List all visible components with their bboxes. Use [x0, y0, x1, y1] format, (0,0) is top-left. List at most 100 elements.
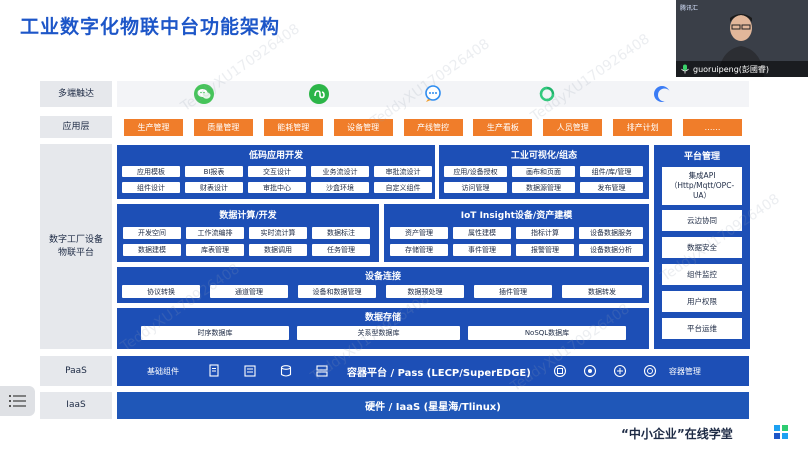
data-storage-block: 数据存储 时序数据库 关系型数据库 NoSQL数据库 [117, 308, 649, 349]
lowcode-chip: 业务流设计 [311, 166, 369, 177]
service-icon [643, 364, 656, 378]
lowcode-chip: 组件设计 [122, 182, 180, 193]
compute-chip: 任务管理 [312, 244, 370, 256]
mini-program-icon [308, 84, 329, 104]
brand-logo-icon [774, 425, 788, 439]
iotviz-chip: 应用/设备授权 [444, 166, 507, 177]
platform-management-block: 平台管理 集成API（Http/Mqtt/OPC-UA） 云边协同 数据安全 组… [654, 145, 750, 349]
lowcode-chip: 财表设计 [185, 182, 243, 193]
storage-chip: 时序数据库 [141, 326, 289, 340]
app-item-personnel: 人员管理 [543, 118, 603, 136]
webcam-name-bar: guoruipeng(彭國睿) [676, 61, 808, 77]
compute-chip: 数据标注 [312, 227, 370, 239]
paas-basic-components: 基础组件 [147, 366, 179, 376]
lowcode-chip: 沙盒环境 [311, 182, 369, 193]
app-item-scheduling: 排产计划 [613, 118, 673, 136]
paas-row: 基础组件 容器平台 / Pass (LECP/SuperEDGE) 容器管理 [117, 356, 749, 386]
data-compute-header: 数据计算/开发 [219, 211, 277, 221]
layer-label-app: 应用层 [40, 116, 112, 138]
insight-chip: 存储管理 [390, 244, 448, 256]
app-item-production: 生产管理 [124, 118, 183, 136]
platform-chip: 云边协同 [662, 210, 742, 231]
menu-button[interactable] [0, 386, 35, 416]
connection-chip: 插件管理 [474, 285, 552, 298]
iotviz-chip: 画布和页面 [512, 166, 575, 177]
layer-label-paas: PaaS [40, 356, 112, 386]
connection-chip: 通道管理 [210, 285, 288, 298]
connection-chip: 数据预处理 [386, 285, 464, 298]
insight-chip: 属性建模 [453, 227, 511, 239]
lowcode-chip: 自定义组件 [374, 182, 432, 193]
layer-label-iaas: IaaS [40, 392, 112, 419]
chat-bubble-icon [425, 85, 441, 102]
platform-chip: 用户权限 [662, 291, 742, 312]
menu-icon [8, 395, 26, 407]
iotviz-chip: 组件/库/管理 [580, 166, 643, 177]
paas-container-management: 容器管理 [668, 366, 701, 376]
crescent-icon [653, 86, 671, 102]
iot-visualization-block: 工业可视化/组态 应用/设备授权 画布和页面 组件/库/管理 访问管理 数据源管… [439, 145, 649, 199]
webcam-brand: 腾讯汇 [680, 5, 699, 12]
footer-brand-text: “中小企业”在线学堂 [621, 427, 733, 441]
iot-insight-header: IoT Insight设备/资产建模 [460, 211, 573, 221]
lowcode-header: 低码应用开发 [248, 151, 303, 161]
stack-icon [316, 365, 328, 377]
lowcode-chip: 交互设计 [248, 166, 306, 177]
touch-channels-row [117, 81, 749, 107]
iotviz-chip: 访问管理 [444, 182, 507, 193]
app-item-dashboard: 生产看板 [473, 118, 533, 136]
storage-chip: 关系型数据库 [297, 326, 460, 340]
app-item-equipment: 设备管理 [333, 118, 393, 136]
insight-chip: 指标计算 [516, 227, 574, 239]
app-item-energy: 能耗管理 [263, 118, 323, 136]
iot-insight-block: IoT Insight设备/资产建模 资产管理 属性建模 指标计算 设备数据服务… [384, 204, 649, 262]
compute-chip: 数据建模 [123, 244, 181, 256]
compute-chip: 数据调用 [249, 244, 307, 256]
compute-chip: 实时流计算 [249, 227, 307, 239]
iotviz-chip: 发布管理 [580, 182, 643, 193]
insight-chip: 设备数据服务 [579, 227, 643, 239]
storage-chip: NoSQL数据库 [468, 326, 626, 340]
compute-chip: 开发空间 [123, 227, 181, 239]
insight-chip: 设备数据分析 [579, 244, 643, 256]
layer-label-platform: 数字工厂设备物联平台 [40, 144, 112, 349]
compute-chip: 工作流编排 [186, 227, 244, 239]
device-connection-block: 设备连接 协议转换 通道管理 设备和数据管理 数据预处理 插件管理 数据转发 [117, 267, 649, 303]
application-layer-row: 生产管理 质量管理 能耗管理 设备管理 产线管控 生产看板 人员管理 排产计划 … [117, 116, 749, 138]
app-item-more: …… [683, 118, 742, 136]
connection-chip: 数据转发 [562, 285, 642, 298]
device-connection-header: 设备连接 [364, 272, 401, 282]
platform-chip: 组件监控 [662, 264, 742, 285]
wechat-icon [194, 84, 215, 104]
connection-chip: 设备和数据管理 [298, 285, 376, 298]
lowcode-chip: 应用模板 [122, 166, 180, 177]
paas-container-platform: 容器平台 / Pass (LECP/SuperEDGE) [347, 367, 531, 379]
presenter-name: guoruipeng(彭國睿) [693, 64, 770, 74]
cluster-icon [583, 364, 596, 378]
app-item-line-control: 产线管控 [403, 118, 463, 136]
layer-label-touch: 多端触达 [40, 81, 112, 107]
app-item-quality: 质量管理 [193, 118, 253, 136]
data-storage-header: 数据存储 [364, 313, 401, 323]
insight-chip: 事件管理 [453, 244, 511, 256]
lowcode-chip: 审批中心 [248, 182, 306, 193]
lowcode-chip: 审批流设计 [374, 166, 432, 177]
iaas-row: 硬件 / IaaS (星星海/Tlinux) [117, 392, 749, 419]
platform-chip: 平台运维 [662, 318, 742, 339]
lowcode-chip: BI报表 [185, 166, 243, 177]
iotviz-chip: 数据源管理 [512, 182, 575, 193]
database-icon [280, 365, 292, 377]
compute-chip: 库表管理 [186, 244, 244, 256]
platform-chip: 数据安全 [662, 237, 742, 258]
microphone-icon[interactable] [680, 64, 690, 74]
platform-management-header: 平台管理 [683, 152, 720, 162]
page-title: 工业数字化物联中台功能架构 [20, 16, 281, 38]
loop-icon [540, 86, 555, 102]
container-icon [553, 364, 566, 378]
list-icon [244, 365, 256, 377]
data-compute-block: 数据计算/开发 开发空间 工作流编排 实时流计算 数据标注 数据建模 库表管理 … [117, 204, 379, 262]
document-icon [209, 364, 219, 377]
watermark: TeddyXU170926408 [528, 31, 653, 125]
insight-chip: 报警管理 [516, 244, 574, 256]
iot-visualization-header: 工业可视化/组态 [510, 151, 578, 161]
